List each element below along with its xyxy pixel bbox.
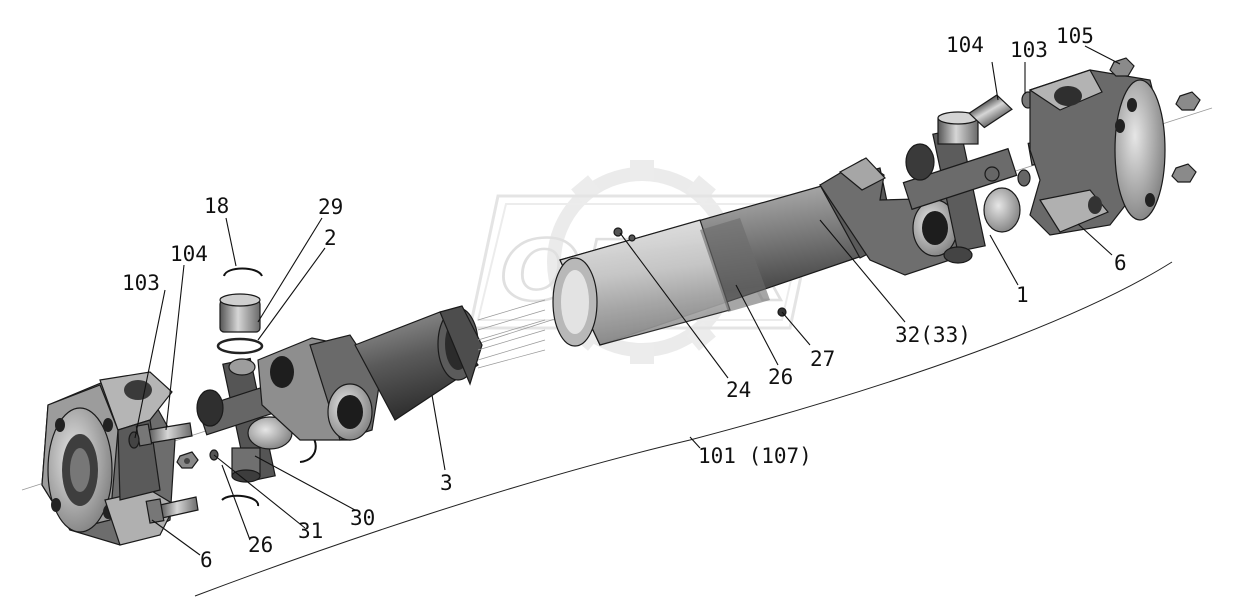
label-105: 105 — [1056, 24, 1094, 48]
leader-lines — [134, 45, 1121, 556]
left-slip-yoke — [257, 334, 381, 441]
label-103-right: 103 — [1010, 38, 1048, 62]
main-tube — [552, 167, 896, 347]
label-6-left: 6 — [200, 548, 213, 572]
label-26-left: 26 — [248, 533, 273, 557]
spline-lines — [477, 299, 546, 369]
splined-sleeve — [354, 305, 483, 421]
label-101-107: 101 (107) — [698, 444, 812, 468]
left-bolt-lower — [145, 496, 199, 524]
label-103-left: 103 — [122, 271, 160, 295]
left-bearing-cap — [219, 293, 261, 333]
left-circlip-bottom — [221, 494, 259, 507]
label-6-right: 6 — [1114, 251, 1127, 275]
label-24: 24 — [726, 378, 751, 402]
label-18: 18 — [204, 194, 229, 218]
right-grease-nipple — [984, 166, 1000, 182]
label-104-right: 104 — [946, 33, 984, 57]
label-3: 3 — [440, 471, 453, 495]
tube-plug-24 — [613, 227, 623, 237]
label-1: 1 — [1016, 283, 1029, 307]
left-circlip-top — [223, 267, 263, 277]
left-seal-ring — [216, 337, 264, 355]
label-30: 30 — [350, 506, 375, 530]
tube-washer-26 — [628, 234, 636, 242]
right-nuts — [1109, 57, 1201, 183]
label-104-left: 104 — [170, 242, 208, 266]
left-nut — [176, 451, 199, 469]
left-bolt-upper — [128, 422, 193, 449]
assembly-bracket-line — [194, 261, 1173, 597]
label-26-mid: 26 — [768, 365, 793, 389]
label-32-33: 32(33) — [895, 323, 971, 347]
right-flange-yoke — [1028, 69, 1166, 236]
label-2: 2 — [324, 226, 337, 250]
label-27: 27 — [810, 347, 835, 371]
label-29: 29 — [318, 195, 343, 219]
callout-labels: 18 29 2 104 103 3 30 31 26 6 24 26 27 32… — [122, 24, 1127, 572]
right-weld-yoke — [819, 157, 966, 276]
right-cross-spider — [902, 111, 1021, 264]
watermark-frame — [468, 194, 820, 330]
label-31: 31 — [298, 519, 323, 543]
